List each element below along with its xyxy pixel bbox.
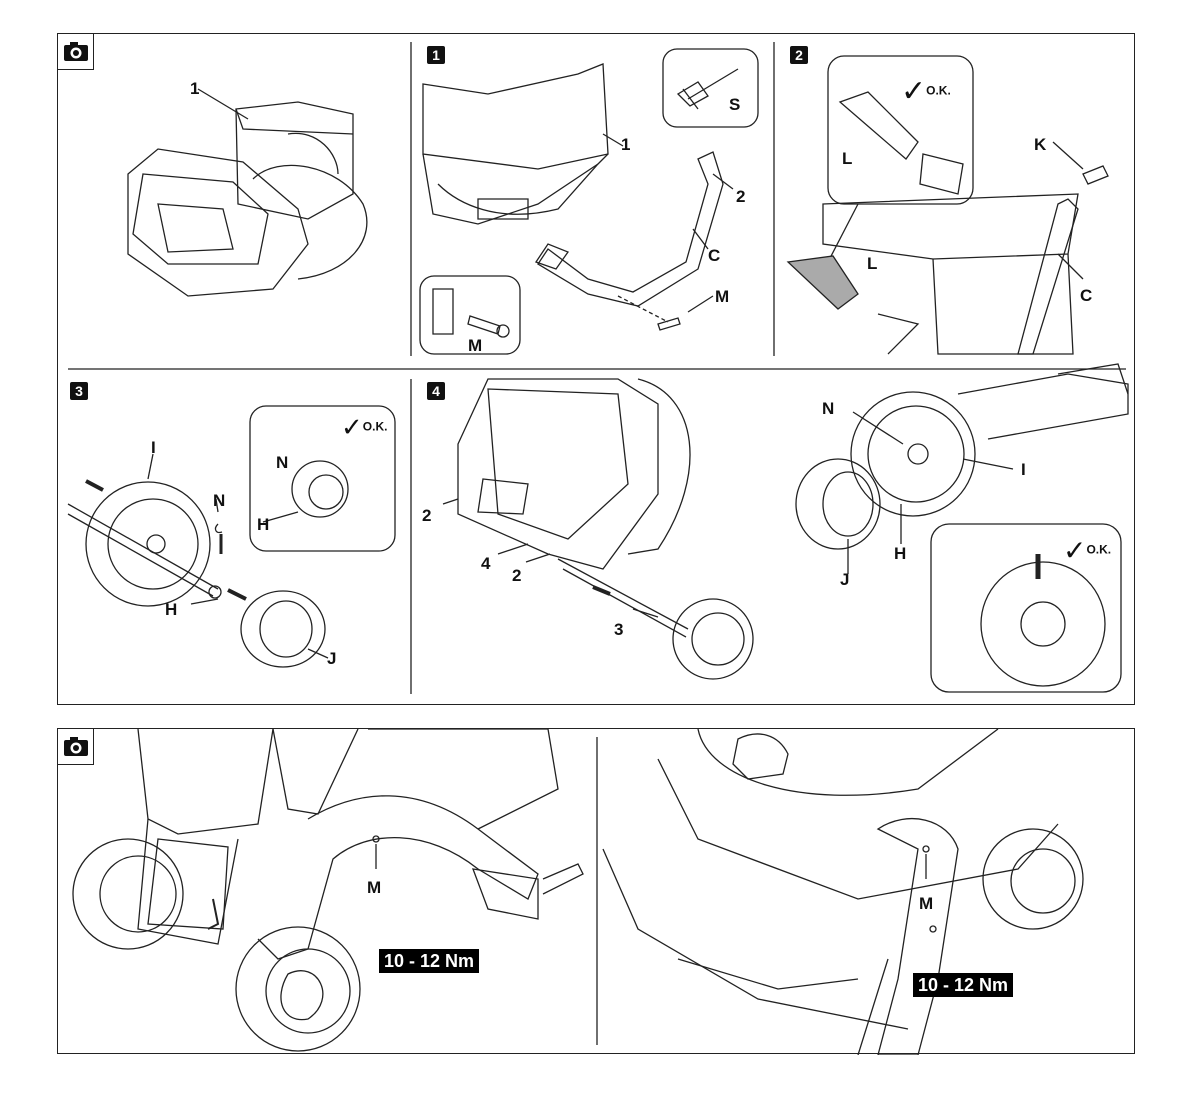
part-label: 2: [512, 567, 521, 584]
checkmark-icon: ✓: [1063, 535, 1086, 566]
part-label: N: [822, 400, 834, 417]
step3-number: 3: [70, 382, 88, 400]
part-label: I: [151, 439, 156, 456]
torque-label: 10 - 12 Nm: [913, 973, 1013, 997]
part-label: M: [715, 288, 729, 305]
right-shredder-drawing: [603, 729, 1083, 1055]
assembly-instructions-panel: 1 2 3 4 1 S 1 2 C M M ✓O.K. L K L C I N …: [57, 33, 1135, 705]
assembly-illustrations: [58, 34, 1136, 706]
part-label: H: [894, 545, 906, 562]
part-label: M: [367, 879, 381, 896]
step2-number: 2: [790, 46, 808, 64]
part-label: L: [842, 150, 852, 167]
camera-icon: [58, 34, 94, 70]
part-label: M: [919, 895, 933, 912]
ok-check-label: ✓O.K.: [341, 412, 387, 443]
part-label: L: [867, 255, 877, 272]
part-label: J: [327, 650, 336, 667]
ok-check-label: ✓O.K.: [901, 74, 951, 109]
part-label: K: [1034, 136, 1046, 153]
part-label: I: [1021, 461, 1026, 478]
checkmark-icon: ✓: [901, 75, 926, 108]
part-label: J: [840, 571, 849, 588]
part-label: 2: [422, 507, 431, 524]
part-label: C: [708, 247, 720, 264]
step1-number: 1: [427, 46, 445, 64]
part-label: 4: [481, 555, 490, 572]
step3-drawing: [68, 406, 395, 667]
part-label: 3: [614, 621, 623, 638]
step4-drawing: [443, 379, 753, 679]
ok-text: O.K.: [1086, 543, 1111, 557]
part-label: H: [165, 601, 177, 618]
step4-number: 4: [427, 382, 445, 400]
ok-check-label: ✓O.K.: [1063, 534, 1111, 567]
part-label: S: [729, 96, 740, 113]
camera-icon: [58, 729, 94, 765]
part-label: H: [257, 516, 269, 533]
handle-mounting-panel: M 10 - 12 Nm M 10 - 12 Nm: [57, 728, 1135, 1054]
part-label: 1: [621, 136, 630, 153]
ok-text: O.K.: [363, 420, 388, 434]
part-label: N: [276, 454, 288, 471]
left-shredder-drawing: [73, 729, 583, 1051]
torque-label: 10 - 12 Nm: [379, 949, 479, 973]
handle-mounting-illustrations: [58, 729, 1136, 1055]
ok-text: O.K.: [926, 84, 951, 98]
part-label: 1: [190, 80, 199, 97]
step1-drawing: [420, 49, 758, 354]
part-label: M: [468, 337, 482, 354]
part-label: 2: [736, 188, 745, 205]
checkmark-icon: ✓: [341, 412, 363, 442]
step5-drawing: [796, 364, 1128, 692]
part-label: C: [1080, 287, 1092, 304]
part-label: N: [213, 492, 225, 509]
shredder-overview-drawing: [128, 89, 367, 296]
